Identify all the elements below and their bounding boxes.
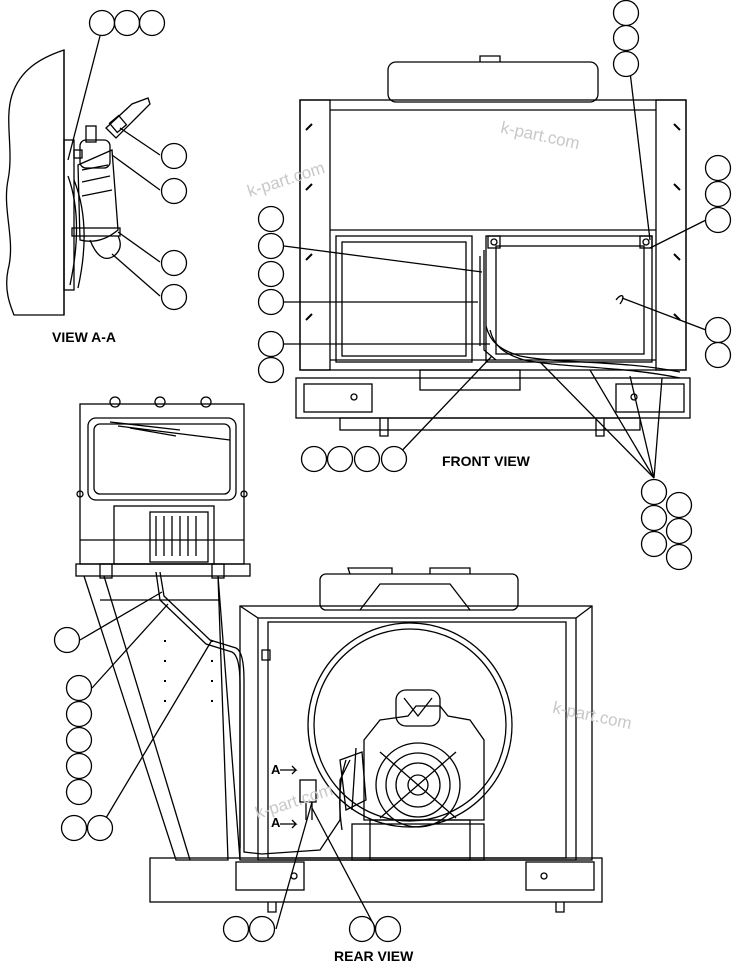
- rear-view-drawing: [75, 396, 603, 913]
- rear-view-leaders: [79, 591, 377, 930]
- rear-view-label: REAR VIEW: [334, 948, 414, 964]
- section-marker-upper: A: [271, 762, 281, 777]
- view-aa-drawing: [5, 49, 151, 316]
- front-view-leaders: [283, 37, 707, 479]
- callout-balloons: [53, 0, 732, 943]
- section-marker-lower: A: [271, 815, 281, 830]
- view-aa-leaders: [67, 35, 161, 297]
- view-aa-label: VIEW A-A: [52, 329, 117, 345]
- front-view-drawing: [295, 55, 691, 437]
- front-view-label: FRONT VIEW: [442, 453, 530, 469]
